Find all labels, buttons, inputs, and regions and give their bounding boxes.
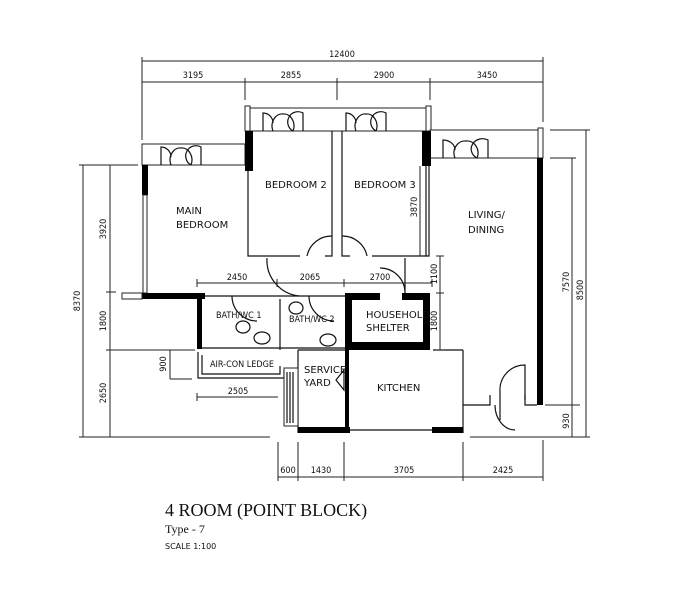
windows xyxy=(141,105,544,166)
dim-left-3: 2650 xyxy=(99,383,109,404)
dim-bedroom3-depth: 3870 xyxy=(410,197,420,218)
dim-mid-right-2: 1800 xyxy=(430,311,440,332)
label-service: SERVICE xyxy=(304,365,346,376)
label-household: HOUSEHOLD xyxy=(366,310,430,321)
dim-ledge-depth: 900 xyxy=(159,356,169,371)
plan-scale: SCALE 1:100 xyxy=(165,542,216,551)
label-bath-2: BATH/WC 2 xyxy=(289,315,335,325)
interior-dimensions: 2450 2065 2700 1100 1800 3870 2505 900 xyxy=(159,166,444,401)
dim-overall-width: 12400 xyxy=(329,50,355,60)
room-labels: MAIN BEDROOM BEDROOM 2 BEDROOM 3 LIVING/… xyxy=(176,180,506,394)
dim-corridor-2: 2065 xyxy=(300,273,321,283)
label-main-bedroom: MAIN xyxy=(176,206,202,217)
dim-bottom-3: 3705 xyxy=(394,466,415,476)
dim-top-4: 3450 xyxy=(477,71,498,81)
label-shelter: SHELTER xyxy=(366,323,410,334)
dim-bottom-2: 1430 xyxy=(311,466,332,476)
dim-ledge-width: 2505 xyxy=(228,387,249,397)
label-aircon-ledge: AIR-CON LEDGE xyxy=(210,360,274,370)
label-yard: YARD xyxy=(303,378,331,389)
label-bath-1: BATH/WC 1 xyxy=(216,311,262,321)
dim-right-outer: 8500 xyxy=(576,280,586,301)
walls xyxy=(121,131,543,433)
dim-bottom-1: 600 xyxy=(280,466,295,476)
top-dimensions: 12400 3195 2855 2900 3450 xyxy=(141,50,544,140)
label-living: LIVING/ xyxy=(468,210,506,221)
dim-mid-right-1: 1100 xyxy=(430,264,440,285)
dim-left-overall: 8370 xyxy=(73,291,83,312)
dim-right-bottom: 930 xyxy=(562,413,572,428)
dim-top-1: 3195 xyxy=(183,71,204,81)
label-kitchen: KITCHEN xyxy=(377,383,420,394)
left-dimensions: 8370 3920 1800 2650 xyxy=(73,164,270,438)
dim-corridor-3: 2700 xyxy=(370,273,391,283)
bottom-dimensions: 600 1430 3705 2425 xyxy=(277,440,544,481)
label-main-bedroom-2: BEDROOM xyxy=(176,220,228,231)
dim-left-2: 1800 xyxy=(99,311,109,332)
dim-top-2: 2855 xyxy=(281,71,302,81)
right-dimensions: 7570 8500 930 xyxy=(470,129,590,438)
dim-left-1: 3920 xyxy=(99,219,109,240)
fixtures xyxy=(235,301,345,392)
dim-corridor-1: 2450 xyxy=(227,273,248,283)
dim-bottom-4: 2425 xyxy=(493,466,514,476)
dim-right-inner: 7570 xyxy=(562,272,572,293)
label-bedroom-3: BEDROOM 3 xyxy=(354,180,416,191)
dim-top-3: 2900 xyxy=(374,71,395,81)
plan-title: 4 ROOM (POINT BLOCK) xyxy=(165,500,367,521)
label-dining: DINING xyxy=(468,225,504,236)
label-bedroom-2: BEDROOM 2 xyxy=(265,180,327,191)
plan-type: Type - 7 xyxy=(165,522,205,536)
